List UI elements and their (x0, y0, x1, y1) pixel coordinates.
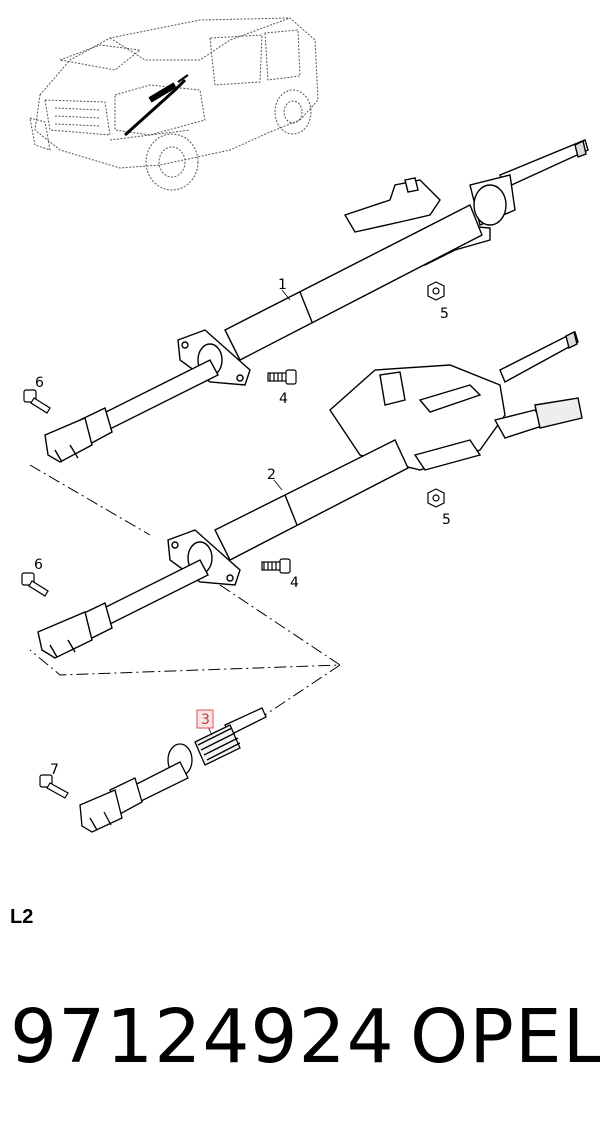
column-location-marker (123, 74, 189, 137)
bolt-4-upper (267, 369, 297, 385)
callout-5-upper: 5 (440, 306, 449, 322)
steering-column-1 (44, 139, 589, 463)
callout-6-upper: 6 (35, 375, 44, 391)
callout-6-lower: 6 (34, 557, 43, 573)
callout-3: 3 (201, 712, 210, 728)
brand-name: OPEL (410, 994, 600, 1080)
bolt-6-lower (21, 572, 49, 597)
callout-1: 1 (278, 277, 287, 293)
callout-4-upper: 4 (279, 391, 288, 407)
nut-5-upper (427, 281, 445, 301)
steering-column-2 (37, 330, 583, 659)
part-number: 97124924 (10, 994, 395, 1080)
bolt-7 (39, 774, 69, 799)
intermediate-shaft-3 (79, 707, 267, 833)
steering-column-diagram: 1 2 3 4 4 5 5 6 6 7 (21, 17, 589, 833)
callout-4-lower: 4 (290, 575, 299, 591)
callout-5-lower: 5 (442, 512, 451, 528)
callout-2: 2 (267, 467, 276, 483)
bolt-6-upper (23, 389, 51, 414)
callout-3-highlight (196, 709, 214, 729)
vehicle-illustration (29, 17, 319, 191)
nut-5-lower (427, 488, 445, 508)
callout-7: 7 (50, 762, 59, 778)
page-code: L2 (10, 906, 34, 928)
bolt-4-lower (261, 558, 291, 574)
